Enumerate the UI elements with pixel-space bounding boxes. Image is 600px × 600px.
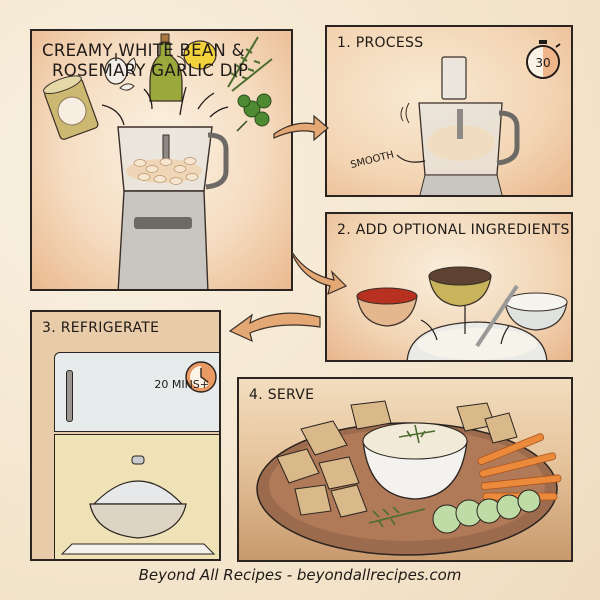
spoon-icon <box>475 284 519 348</box>
fridge-handle <box>66 370 73 422</box>
flow-arrow-3 <box>228 312 321 343</box>
step-2-panel: 2. ADD OPTIONAL INGREDIENTS <box>325 212 573 362</box>
recipe-title-line2: ROSEMARY GARLIC DIP <box>52 61 249 80</box>
step-4-panel: 4. SERVE <box>237 377 573 562</box>
covered-bowl-illustration <box>60 455 216 555</box>
clock-icon <box>185 361 217 393</box>
footer-credit: Beyond All Recipes - beyondallrecipes.co… <box>138 566 462 584</box>
recipe-title-line1: CREAMY WHITE BEAN & <box>42 41 245 60</box>
sun-dried-tomato-bowl-icon <box>356 287 418 327</box>
stopwatch-icon: 30 <box>526 40 561 79</box>
recipe-title: CREAMY WHITE BEAN & ROSEMARY GARLIC DIP <box>42 41 248 81</box>
step-3-panel: 3. REFRIGERATE 20 MINS+ <box>30 310 221 561</box>
step-1-panel: 1. PROCESS 30 SMOOTH <box>325 25 573 197</box>
refrigerate-duration: 20 MINS+ <box>154 378 209 391</box>
step-3-label: 3. REFRIGERATE <box>42 320 160 336</box>
cucumber-slices-icon <box>432 489 541 534</box>
lemon-icon <box>183 40 217 70</box>
yogurt-bowl-icon <box>504 292 568 331</box>
step-4-label: 4. SERVE <box>249 387 315 403</box>
rosemary-icon <box>227 36 273 92</box>
garlic-icon <box>104 53 137 91</box>
step-1-label: 1. PROCESS <box>337 35 424 51</box>
olive-bowl-icon <box>428 266 492 307</box>
flow-arrow-2 <box>291 249 348 296</box>
step-2-label: 2. ADD OPTIONAL INGREDIENTS <box>337 222 570 238</box>
bread-pieces-icon <box>276 400 518 518</box>
optional-ingredients-illustration <box>356 266 568 360</box>
flow-arrow-1 <box>273 114 329 142</box>
svg-text:30: 30 <box>535 56 550 70</box>
rosemary-sprig-icon <box>368 506 426 528</box>
processing-illustration: SMOOTH <box>349 56 520 195</box>
intro-panel: CREAMY WHITE BEAN & ROSEMARY GARLIC DIP <box>30 29 293 291</box>
bean-can-icon <box>43 75 99 140</box>
serving-platter-illustration <box>256 400 562 556</box>
pour-arrows <box>101 86 229 126</box>
smooth-annotation: SMOOTH <box>349 150 395 171</box>
parsley-icon <box>236 93 272 132</box>
food-processor-icon <box>117 126 229 289</box>
ingredients-illustration <box>43 33 273 289</box>
